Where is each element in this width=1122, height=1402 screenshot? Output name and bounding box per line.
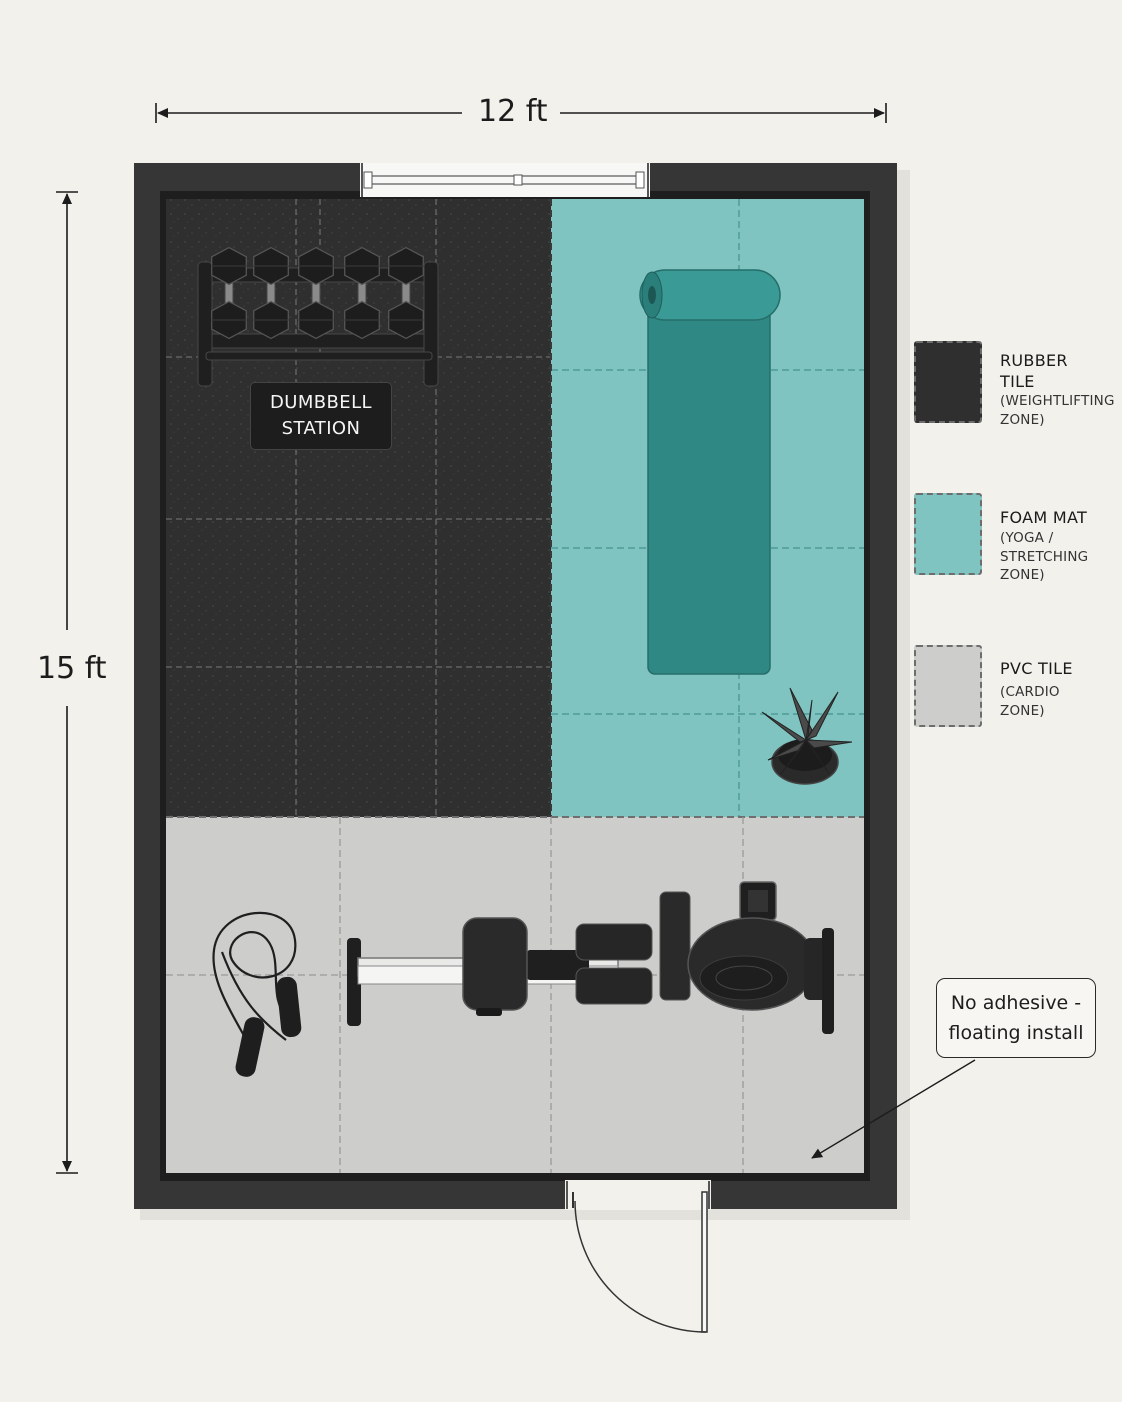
install-callout: No adhesive - floating install [936,978,1096,1058]
door-swing-arc [574,1200,707,1333]
legend-swatch-foam [914,493,982,575]
dumbbell [211,246,247,340]
callout-line2: floating install [948,1022,1084,1044]
door-opening [565,1180,711,1210]
dumbbell-set [211,246,424,340]
legend-swatch-rubber [914,341,982,423]
depth-label: 15 ft [25,651,119,687]
dumbbell [253,246,289,340]
dumbbell-station-label: DUMBBELL STATION [250,382,392,450]
door-leaf [701,1191,708,1333]
yoga-mat [639,269,781,675]
width-dimension-line [155,103,887,123]
legend-title-foam: FOAM MAT [1000,508,1088,527]
depth-dimension-line [56,191,78,1174]
legend-subtitle-foam: (YOGA / STRETCHING ZONE) [1000,530,1089,583]
legend-title-pvc: PVC TILE [1000,659,1073,678]
legend-subtitle-pvc: (CARDIO ZONE) [1000,684,1060,719]
window-opening [360,163,650,197]
legend-swatch-pvc [914,645,982,727]
potted-plant [761,687,853,785]
dumbbell [388,246,424,340]
dumbbell [298,246,334,340]
dumbbell [344,246,380,340]
rowing-machine [347,881,834,1034]
legend-subtitle-rubber: (WEIGHTLIFTING ZONE) [1000,393,1115,428]
callout-line1: No adhesive - [950,992,1082,1014]
jump-rope [212,911,302,1077]
station-label-line2: STATION [281,418,361,439]
legend-title-rubber: RUBBER TILE [1000,351,1068,391]
station-label-line1: DUMBBELL [270,392,372,413]
callout-arrow [811,1059,976,1159]
width-label: 12 ft [466,94,560,130]
